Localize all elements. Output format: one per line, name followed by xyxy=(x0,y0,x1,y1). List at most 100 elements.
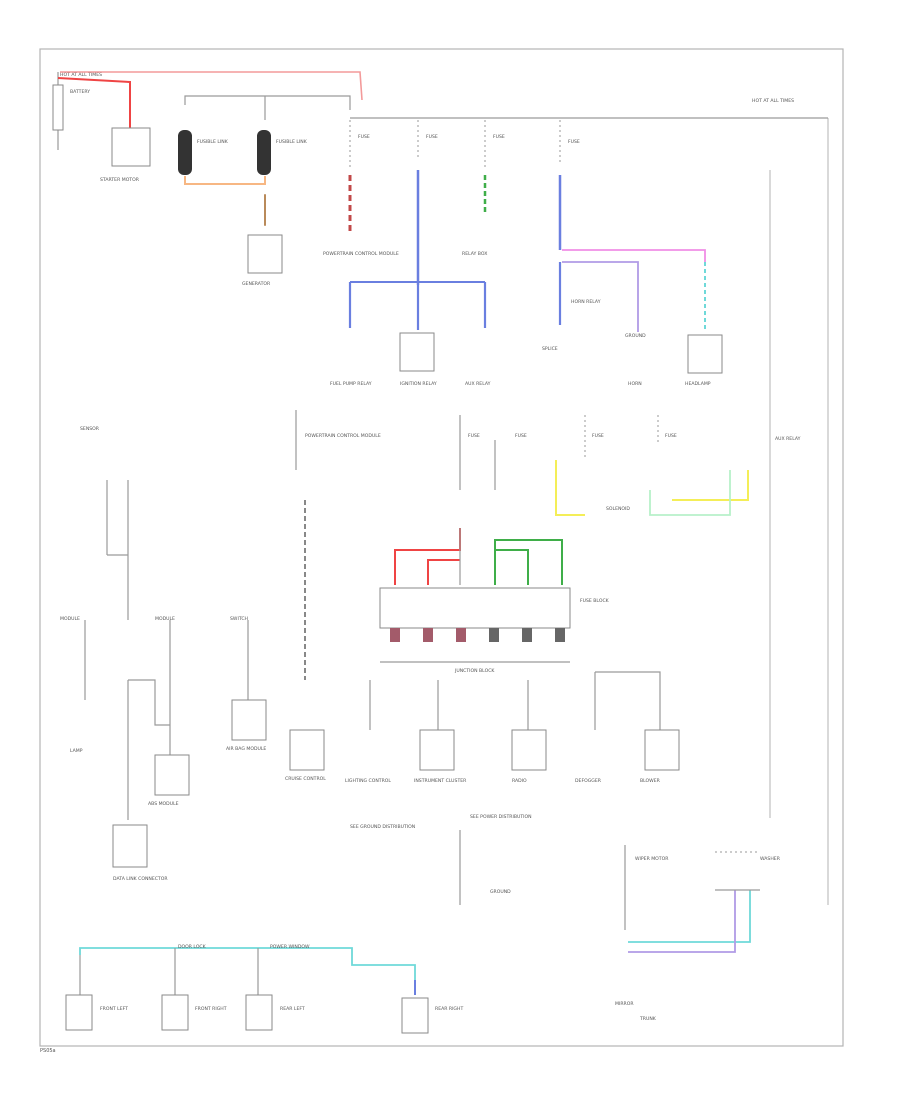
fusible-a-label: FUSIBLE LINK xyxy=(197,139,229,145)
pink-wire xyxy=(562,249,706,262)
orange-link-wire xyxy=(184,176,266,185)
fusible-feed-wire xyxy=(184,95,351,110)
defog-label: DEFOGGER xyxy=(575,778,602,784)
radio-box xyxy=(511,729,547,771)
dlc-box xyxy=(112,824,148,868)
fuse-column-1: FUSE xyxy=(348,120,370,235)
wiper-label: WIPER MOTOR xyxy=(635,856,669,862)
ignition-relay-label: IGNITION RELAY xyxy=(400,381,437,387)
green-branch-wire-b xyxy=(495,549,529,585)
hot-run-label: HOT AT ALL TIMES xyxy=(752,98,794,104)
front-left-box xyxy=(65,994,93,1031)
horn-relay-label: HORN RELAY xyxy=(571,299,601,305)
fuse-block-terminals xyxy=(390,628,565,642)
door-lock-label: DOOR LOCK xyxy=(178,944,207,950)
fuse-mid-label-b: FUSE xyxy=(515,433,527,439)
airbag-label: AIR BAG MODULE xyxy=(226,746,266,752)
relay-box-label: RELAY BOX xyxy=(462,251,487,257)
rear-right-box xyxy=(401,997,429,1034)
cyan-bottom-wire xyxy=(79,947,416,980)
ignition-relay-box xyxy=(399,332,435,372)
solenoid-label: SOLENOID xyxy=(606,506,630,512)
footer-code: PS05a xyxy=(40,1048,56,1054)
fuse-column-3: FUSE xyxy=(483,120,505,212)
ground-mid-label: GROUND xyxy=(490,889,511,895)
yellow-wire-b xyxy=(672,470,749,501)
battery-symbol xyxy=(52,84,64,131)
fuse-column-2: FUSE xyxy=(416,120,438,285)
battery-main-feed-wire xyxy=(60,71,363,101)
see-ground-label: SEE GROUND DISTRIBUTION xyxy=(350,824,415,830)
fuse-column-4: FUSE xyxy=(558,120,580,250)
fuse-block-box xyxy=(379,587,571,629)
splice-label: SPLICE xyxy=(542,346,558,352)
sensor-label: SENSOR xyxy=(80,426,100,432)
dlc-label: DATA LINK CONNECTOR xyxy=(113,876,168,882)
battery-label: BATTERY xyxy=(70,89,90,95)
blower-label: BLOWER xyxy=(640,778,661,784)
cyan-wire-right xyxy=(628,890,751,943)
fuse-mid-label-a: FUSE xyxy=(468,433,480,439)
starter-label: STARTER MOTOR xyxy=(100,177,140,183)
ground-label: GROUND xyxy=(625,333,646,339)
lamp-label: LAMP xyxy=(70,748,83,754)
headlamp-box xyxy=(687,334,723,374)
radio-label: RADIO xyxy=(512,778,527,784)
fusible-link-a xyxy=(178,130,192,175)
rear-right-label: REAR RIGHT xyxy=(435,1006,463,1012)
cruise-box xyxy=(289,729,325,771)
switch-label: SWITCH xyxy=(230,616,248,622)
starter-box xyxy=(111,127,151,167)
front-right-box xyxy=(161,994,189,1031)
hot-label: HOT AT ALL TIMES xyxy=(60,72,102,78)
lighting-label: LIGHTING CONTROL xyxy=(345,778,391,784)
cruise-label: CRUISE CONTROL xyxy=(285,776,326,782)
aux-mid-label: AUX RELAY xyxy=(775,436,801,442)
headlamp-label: HEADLAMP xyxy=(685,381,711,387)
instrument-label: INSTRUMENT CLUSTER xyxy=(414,778,467,784)
pcm-label: POWERTRAIN CONTROL MODULE xyxy=(323,251,399,257)
front-left-label: FRONT LEFT xyxy=(100,1006,128,1012)
airbag-box xyxy=(231,699,267,741)
blower-box xyxy=(644,729,680,771)
violet-wire-right xyxy=(628,890,736,953)
battery-positive-wire xyxy=(57,77,131,130)
red-branch-wire-b xyxy=(427,559,460,585)
fuse-mid-label-d: FUSE xyxy=(665,433,677,439)
fuse2-label: FUSE xyxy=(426,134,438,140)
fuse-block-label: FUSE BLOCK xyxy=(580,598,610,604)
mirror-label: MIRROR xyxy=(615,1001,634,1007)
junction-label: JUNCTION BLOCK xyxy=(454,668,495,674)
pcm-mid-label: POWERTRAIN CONTROL MODULE xyxy=(305,433,381,439)
rear-left-box xyxy=(245,994,273,1031)
battery-group: BATTERY HOT AT ALL TIMES xyxy=(52,72,102,150)
green-branch-wire xyxy=(494,539,563,585)
abs-box xyxy=(154,754,190,796)
fuse4-label: FUSE xyxy=(568,139,580,145)
aux-relay-label: AUX RELAY xyxy=(465,381,491,387)
violet-wire xyxy=(562,261,639,332)
fuse-mid-label-c: FUSE xyxy=(592,433,604,439)
horn-label: HORN xyxy=(628,381,642,387)
rear-left-label: REAR LEFT xyxy=(280,1006,305,1012)
generator-box xyxy=(247,234,283,274)
fusible-b-label: FUSIBLE LINK xyxy=(276,139,308,145)
module-a-label: MODULE xyxy=(60,616,80,622)
generator-label: GENERATOR xyxy=(242,281,271,287)
fusible-link-b xyxy=(257,130,271,175)
washer-label: WASHER xyxy=(760,856,781,862)
trunk-label: TRUNK xyxy=(639,1016,657,1022)
module-b-label: MODULE xyxy=(155,616,175,622)
fuse1-label: FUSE xyxy=(358,134,370,140)
front-right-label: FRONT RIGHT xyxy=(195,1006,227,1012)
power-window-label: POWER WINDOW xyxy=(270,944,310,950)
fuel-pump-label: FUEL PUMP RELAY xyxy=(330,381,372,387)
fuse3-label: FUSE xyxy=(493,134,505,140)
see-power-label: SEE POWER DISTRIBUTION xyxy=(470,814,532,820)
cyan-wire-mid xyxy=(649,470,731,516)
yellow-wire-a xyxy=(555,460,585,516)
abs-label: ABS MODULE xyxy=(148,801,179,807)
diagram-frame xyxy=(39,48,844,1047)
instrument-box xyxy=(419,729,455,771)
